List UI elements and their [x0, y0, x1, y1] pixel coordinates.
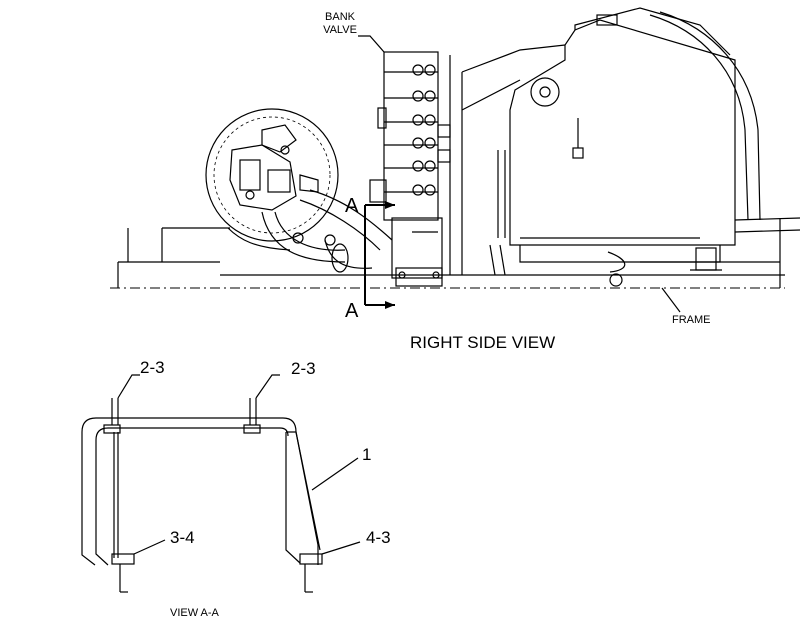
- section-cut-aa: [364, 201, 395, 309]
- callout-top-left: 2-3: [140, 358, 165, 377]
- right-side-view: [110, 7, 801, 313]
- bank-valve: [369, 51, 451, 287]
- frame-leader: [661, 287, 681, 313]
- callout-top-right: 2-3: [291, 359, 316, 378]
- view-aa-title: VIEW A-A: [170, 607, 220, 619]
- section-label-top: A: [345, 195, 359, 217]
- section-label-bottom: A: [345, 300, 359, 322]
- right-side-view-title: RIGHT SIDE VIEW: [410, 333, 555, 352]
- tank: [489, 7, 801, 287]
- frame-label: FRAME: [672, 314, 711, 326]
- bank-valve-leader: [358, 35, 385, 53]
- bank-valve-label-line2: VALVE: [323, 24, 357, 36]
- callout-bottom-left: 3-4: [170, 528, 195, 547]
- view-aa: [81, 374, 361, 593]
- callout-item-1: 1: [362, 445, 371, 464]
- callout-bottom-right: 4-3: [366, 528, 391, 547]
- pump-assembly: [205, 108, 339, 242]
- bank-valve-label-line1: BANK: [325, 11, 356, 23]
